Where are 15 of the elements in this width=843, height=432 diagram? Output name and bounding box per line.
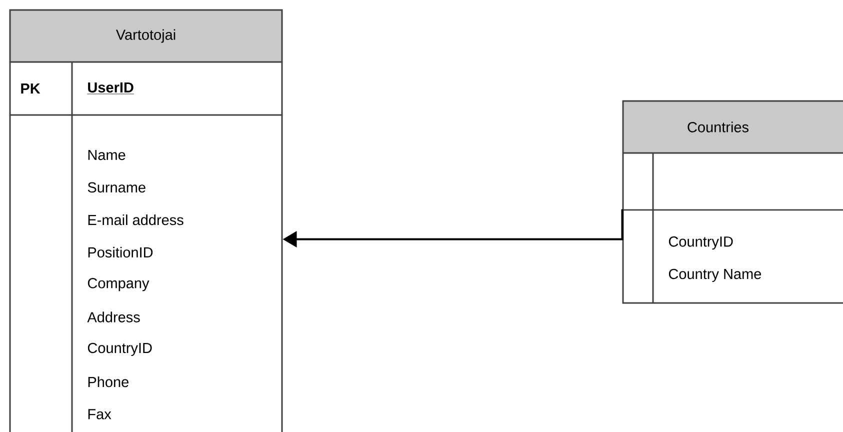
field-name: PositionID [88,246,153,258]
field-name: Phone [88,376,128,388]
field-name: Name [88,150,126,160]
field-name: Surname [88,182,146,193]
key-label: PK [21,84,40,94]
field-name: Address [87,312,140,322]
field-name: Fax [88,409,112,420]
table-title: Countries [688,122,748,132]
key-field: UserID [87,82,134,94]
field-name: Company [88,278,150,292]
table-title: Vartotojai [116,29,176,43]
field-name: CountryID [668,236,733,250]
field-name: CountryID [88,342,152,356]
field-name: Country Name [668,268,762,282]
field-name: E-mail address [88,214,184,226]
